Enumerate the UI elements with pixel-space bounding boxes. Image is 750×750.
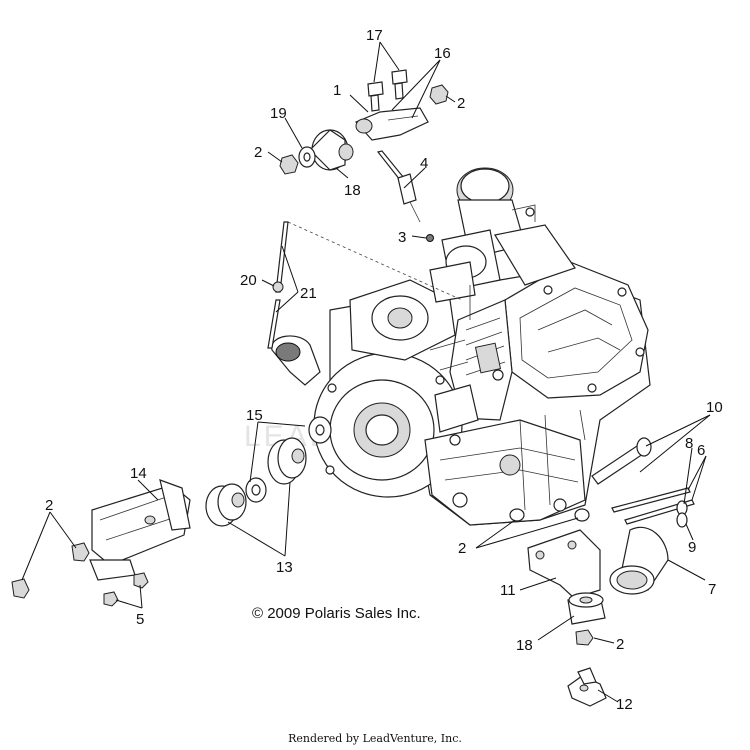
callout-20: 20 <box>240 272 257 289</box>
callout-1: 1 <box>333 82 341 99</box>
right-mount-group <box>527 437 695 707</box>
callout-12: 12 <box>616 696 633 713</box>
callout-2: 2 <box>457 95 465 112</box>
callout-18: 18 <box>516 637 533 654</box>
callout-14: 14 <box>130 465 147 482</box>
callout-17: 17 <box>366 27 383 44</box>
callout-2: 2 <box>45 497 53 514</box>
callout-4: 4 <box>420 155 428 172</box>
callout-21: 21 <box>300 285 317 302</box>
callout-19: 19 <box>270 105 287 122</box>
rendered-by-footer: Rendered by LeadVenture, Inc. <box>288 732 462 745</box>
callout-3: 3 <box>398 229 406 246</box>
callout-2: 2 <box>458 540 466 557</box>
dipstick-group <box>267 221 463 349</box>
callout-labels: 17 16 1 2 19 2 18 4 3 20 21 15 14 2 13 5… <box>45 27 723 713</box>
callout-13: 13 <box>276 559 293 576</box>
callout-11: 11 <box>500 582 516 599</box>
engine-assembly <box>271 167 651 526</box>
callout-16: 16 <box>434 45 451 62</box>
callout-2: 2 <box>616 636 624 653</box>
callout-8: 8 <box>685 435 693 452</box>
copyright-notice: © 2009 Polaris Sales Inc. <box>252 605 421 622</box>
callout-2: 2 <box>254 144 262 161</box>
left-mount-group <box>11 416 332 607</box>
upper-mount-group <box>279 69 449 242</box>
callout-15: 15 <box>246 407 263 424</box>
callout-9: 9 <box>688 539 696 556</box>
callout-7: 7 <box>708 581 716 598</box>
callout-10: 10 <box>706 399 723 416</box>
callout-5: 5 <box>136 611 144 628</box>
leader-lines <box>21 41 711 703</box>
callout-18: 18 <box>344 182 361 199</box>
callout-6: 6 <box>697 442 705 459</box>
